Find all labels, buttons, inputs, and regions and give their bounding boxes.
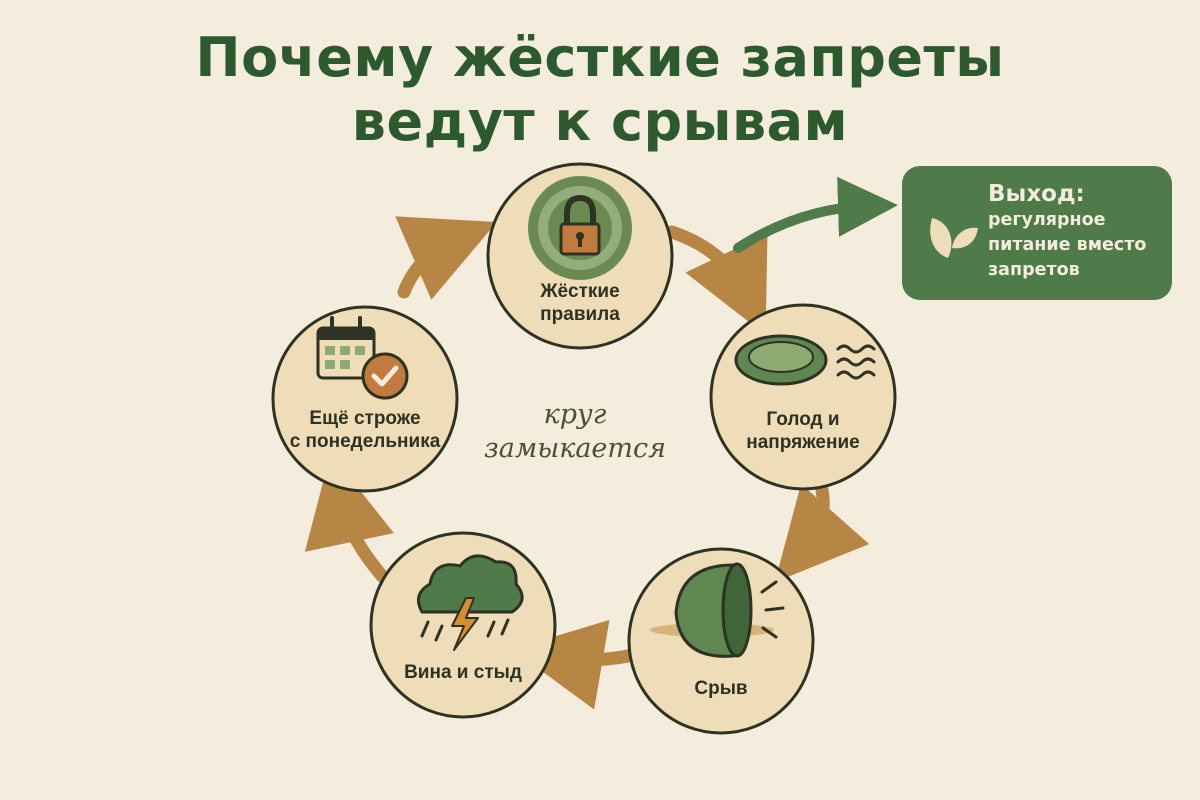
sprout-leaves-icon	[930, 218, 978, 258]
node-stricter-label: Ещё строже с понедельника	[275, 407, 455, 453]
cycle-arrow-hunger-to-binge	[774, 483, 870, 583]
page-title: Почему жёсткие запреты ведут к срывам	[0, 26, 1200, 154]
empty-plate-icon	[734, 334, 876, 386]
storm-cloud-icon	[416, 554, 524, 651]
cycle-center-caption-line-1: круг	[543, 399, 607, 430]
node-hunger-label-line-2: напряжение	[746, 432, 860, 453]
exit-text-line-2: питание вместо	[988, 235, 1147, 255]
node-rules-label-line-1: Жёсткие	[540, 281, 620, 302]
cycle-arrow-binge-to-guilt	[512, 619, 635, 710]
padlock-icon	[528, 176, 632, 280]
node-rules-label: Жёсткие правила	[500, 280, 660, 326]
node-guilt-label: Вина и стыд	[383, 661, 543, 684]
node-rules-label-line-2: правила	[540, 304, 620, 325]
node-stricter-label-line-2: с понедельника	[289, 431, 441, 452]
exit-heading: Выход:	[988, 181, 1085, 207]
node-stricter-label-line-1: Ещё строже	[309, 408, 421, 429]
exit-text-line-1: регулярное	[988, 210, 1106, 230]
exit-box: Выход: регулярное питание вместо запрето…	[902, 166, 1172, 300]
cycle-center-caption-line-2: замыкается	[484, 433, 666, 464]
tipped-bowl-icon	[650, 562, 785, 658]
calendar-check-icon	[316, 316, 409, 400]
cycle-arrow-rules-to-hunger	[665, 225, 768, 336]
node-binge-label: Срыв	[661, 677, 781, 700]
cycle-arrow-guilt-to-stricter	[304, 453, 394, 583]
node-hunger-label-line-1: Голод и	[766, 409, 840, 430]
exit-text: регулярное питание вместо запретов	[988, 208, 1166, 283]
node-hunger-label: Голод и напряжение	[718, 408, 888, 454]
title-line-1: Почему жёсткие запреты	[195, 26, 1005, 89]
node-hunger-circle	[709, 303, 897, 491]
node-guilt-label-line-1: Вина и стыд	[404, 662, 522, 683]
cycle-center-caption: круг замыкается	[470, 398, 680, 466]
node-binge-label-line-1: Срыв	[694, 678, 748, 699]
exit-arrow	[733, 176, 898, 253]
title-line-2: ведут к срывам	[351, 90, 849, 153]
cycle-arrow-stricter-to-rules	[395, 216, 497, 300]
exit-text-line-3: запретов	[988, 260, 1080, 280]
